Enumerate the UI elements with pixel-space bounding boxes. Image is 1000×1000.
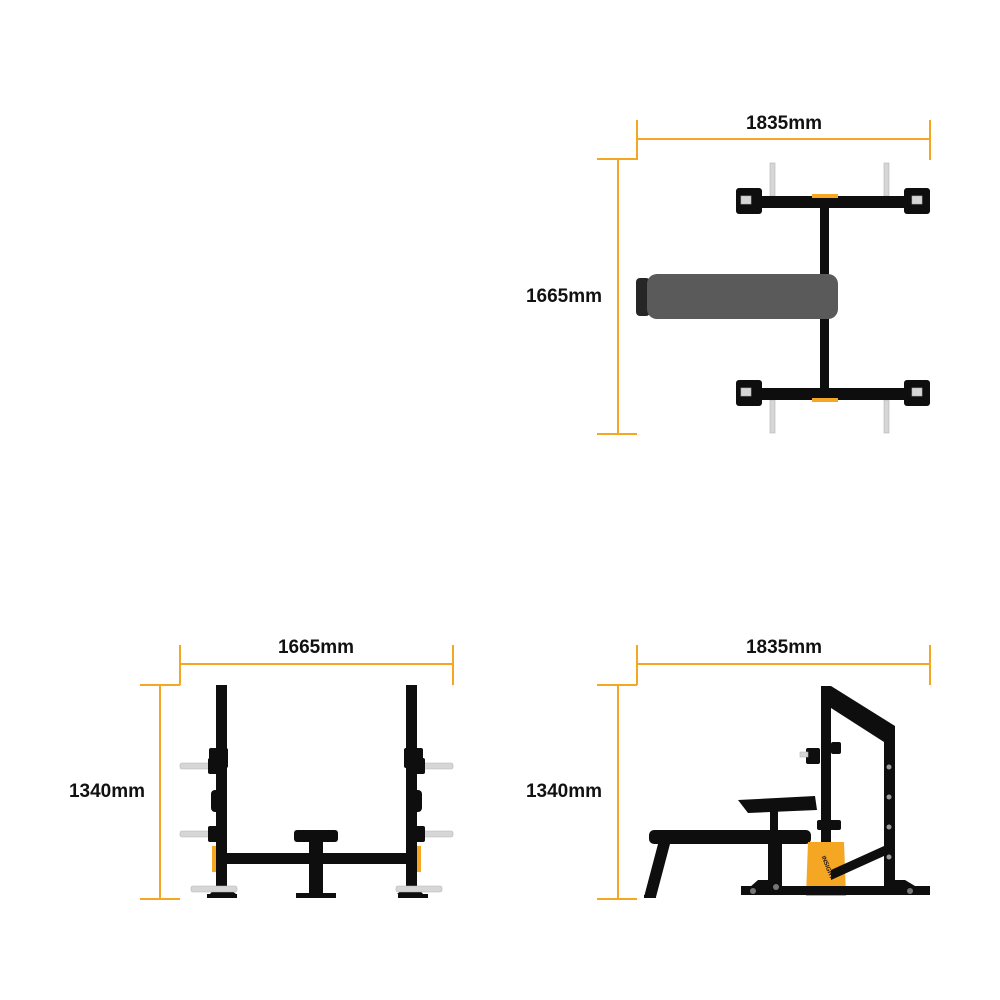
top-view: 1835mm 1665mm: [526, 113, 931, 435]
side-view: 1835mm 1340mm: [526, 637, 931, 900]
top-view-width-label: 1835mm: [746, 113, 822, 134]
front-view-machine: [179, 685, 454, 898]
side-view-width-label: 1835mm: [746, 637, 822, 658]
side-view-machine: INSIGHT: [644, 686, 930, 898]
top-view-depth-label: 1665mm: [526, 286, 602, 307]
side-view-height-label: 1340mm: [526, 781, 602, 802]
top-view-depth-dimension: 1665mm: [526, 158, 637, 435]
front-view-height-dimension: 1340mm: [69, 684, 180, 900]
front-view: 1665mm 1340mm: [69, 637, 454, 900]
front-view-width-label: 1665mm: [278, 637, 354, 658]
top-view-width-dimension: 1835mm: [636, 113, 931, 160]
front-view-height-label: 1340mm: [69, 781, 145, 802]
front-view-width-dimension: 1665mm: [179, 637, 454, 685]
side-view-width-dimension: 1835mm: [636, 637, 931, 685]
side-view-height-dimension: 1340mm: [526, 684, 637, 900]
top-view-machine: [636, 162, 930, 434]
